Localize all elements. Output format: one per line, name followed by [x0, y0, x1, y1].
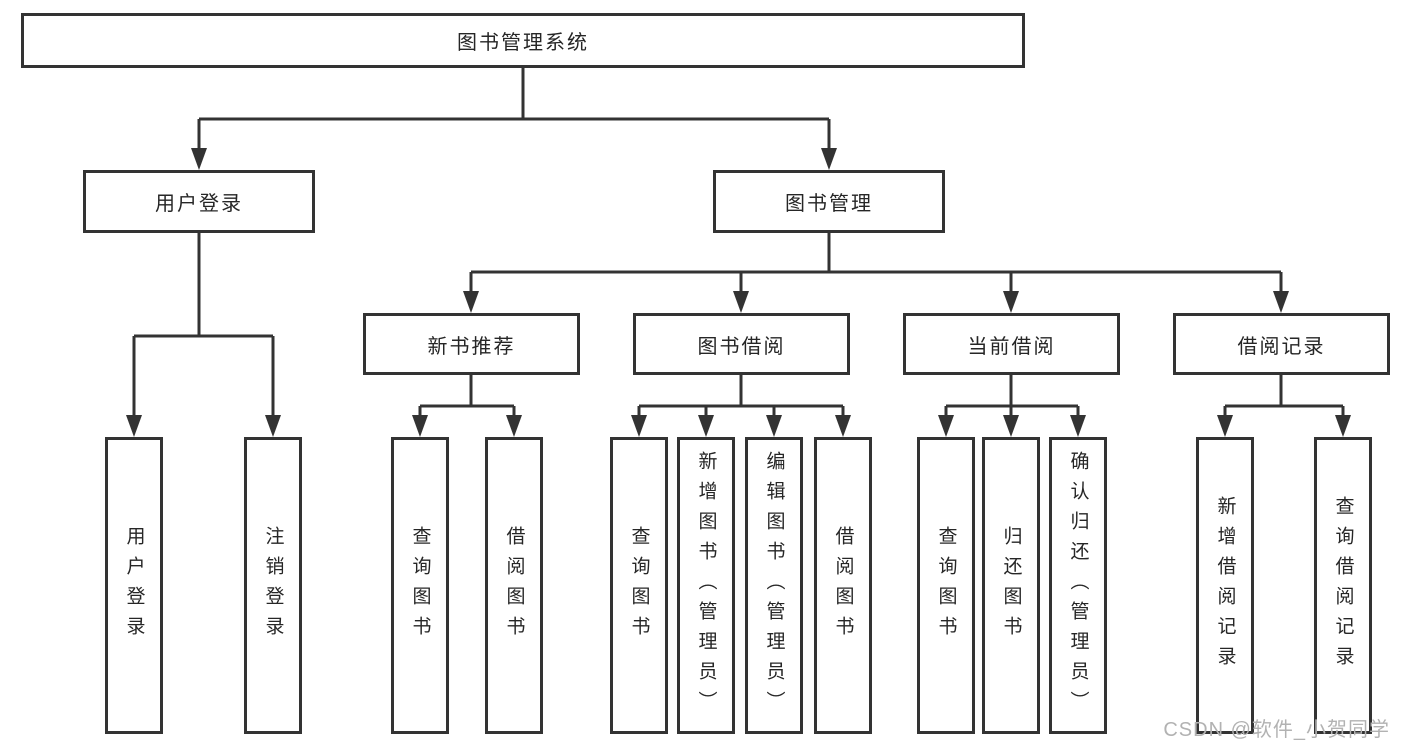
connector-path — [1223, 375, 1345, 419]
watermark: CSDN @软件_小贺同学 — [1163, 719, 1390, 741]
arrowhead-icon — [1003, 415, 1019, 437]
connector-path — [418, 375, 516, 419]
node-user-login: 用户登录 — [83, 170, 315, 233]
arrowhead-icon — [938, 415, 954, 437]
arrowhead-icon — [191, 148, 207, 170]
arrowhead-icon — [265, 415, 281, 437]
leaf-user-login: 用户登录 — [105, 437, 163, 734]
node-library-system: 图书管理系统 — [21, 13, 1025, 68]
arrowhead-icon — [1273, 291, 1289, 313]
node-borrowing-records: 借阅记录 — [1173, 313, 1390, 375]
connector-path — [944, 375, 1080, 419]
node-current-borrowing: 当前借阅 — [903, 313, 1120, 375]
arrowhead-icon — [631, 415, 647, 437]
arrowhead-icon — [463, 291, 479, 313]
arrowhead-icon — [506, 415, 522, 437]
arrowhead-icon — [1217, 415, 1233, 437]
leaf-return-book: 归还图书 — [982, 437, 1040, 734]
node-new-book-recommend: 新书推荐 — [363, 313, 580, 375]
leaf-edit-book-admin: 编辑图书（管理员） — [745, 437, 803, 734]
node-book-borrowing: 图书借阅 — [633, 313, 850, 375]
connector-path — [637, 375, 845, 419]
leaf-confirm-return-admin: 确认归还（管理员） — [1049, 437, 1107, 734]
arrowhead-icon — [733, 291, 749, 313]
leaf-add-borrow-record: 新增借阅记录 — [1196, 437, 1254, 734]
leaf-query-books-2: 查询图书 — [610, 437, 668, 734]
connector-path — [197, 68, 831, 152]
arrowhead-icon — [1070, 415, 1086, 437]
leaf-add-book-admin: 新增图书（管理员） — [677, 437, 735, 734]
node-book-management: 图书管理 — [713, 170, 945, 233]
arrowhead-icon — [1335, 415, 1351, 437]
leaf-logout: 注销登录 — [244, 437, 302, 734]
leaf-query-books-3: 查询图书 — [917, 437, 975, 734]
leaf-borrow-books-2: 借阅图书 — [814, 437, 872, 734]
leaf-query-borrow-record: 查询借阅记录 — [1314, 437, 1372, 734]
arrowhead-icon — [412, 415, 428, 437]
arrowhead-icon — [766, 415, 782, 437]
arrowhead-icon — [126, 415, 142, 437]
arrowhead-icon — [1003, 291, 1019, 313]
arrowhead-icon — [835, 415, 851, 437]
arrowhead-icon — [821, 148, 837, 170]
connector-path — [132, 233, 275, 419]
connector-path — [469, 233, 1283, 295]
arrowhead-icon — [698, 415, 714, 437]
leaf-query-books: 查询图书 — [391, 437, 449, 734]
leaf-borrow-books: 借阅图书 — [485, 437, 543, 734]
